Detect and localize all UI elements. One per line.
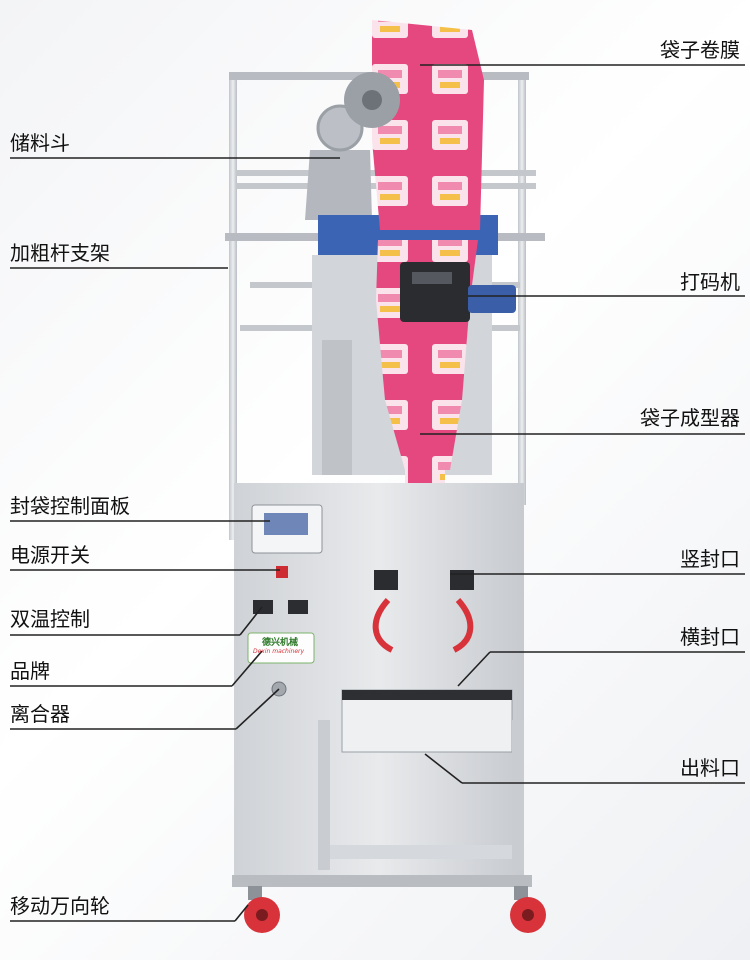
control-cabinet xyxy=(234,483,524,878)
horizontal-sealer xyxy=(341,689,513,753)
label-power-switch: 电源开关 xyxy=(10,543,90,567)
leader-lines xyxy=(10,64,745,922)
label-discharge-outlet: 出料口 xyxy=(680,756,740,780)
label-brand: 品牌 xyxy=(10,659,50,683)
brand-badge-name: 德兴机械 xyxy=(262,638,299,648)
date-coder xyxy=(400,262,516,322)
label-bag-film-roll: 袋子卷膜 xyxy=(660,38,740,62)
label-bag-former: 袋子成型器 xyxy=(640,406,740,430)
bag-film-roll xyxy=(344,20,484,230)
label-swivel-casters: 移动万向轮 xyxy=(10,894,110,918)
label-clutch: 离合器 xyxy=(10,702,70,726)
label-horizontal-sealer: 横封口 xyxy=(680,625,740,649)
label-storage-hopper: 储料斗 xyxy=(10,131,70,155)
label-thick-rod-frame: 加粗杆支架 xyxy=(10,241,110,265)
base-and-casters xyxy=(232,875,546,933)
discharge-outlet xyxy=(318,720,524,870)
label-dual-temp-control: 双温控制 xyxy=(10,607,90,631)
brand-badge-slogan: Dexin machinery xyxy=(253,648,305,655)
vertical-sealer xyxy=(372,570,474,653)
label-bag-sealing-control-panel: 封袋控制面板 xyxy=(10,494,130,518)
label-vertical-sealer: 竖封口 xyxy=(680,547,740,571)
label-date-coder: 打码机 xyxy=(680,270,740,294)
